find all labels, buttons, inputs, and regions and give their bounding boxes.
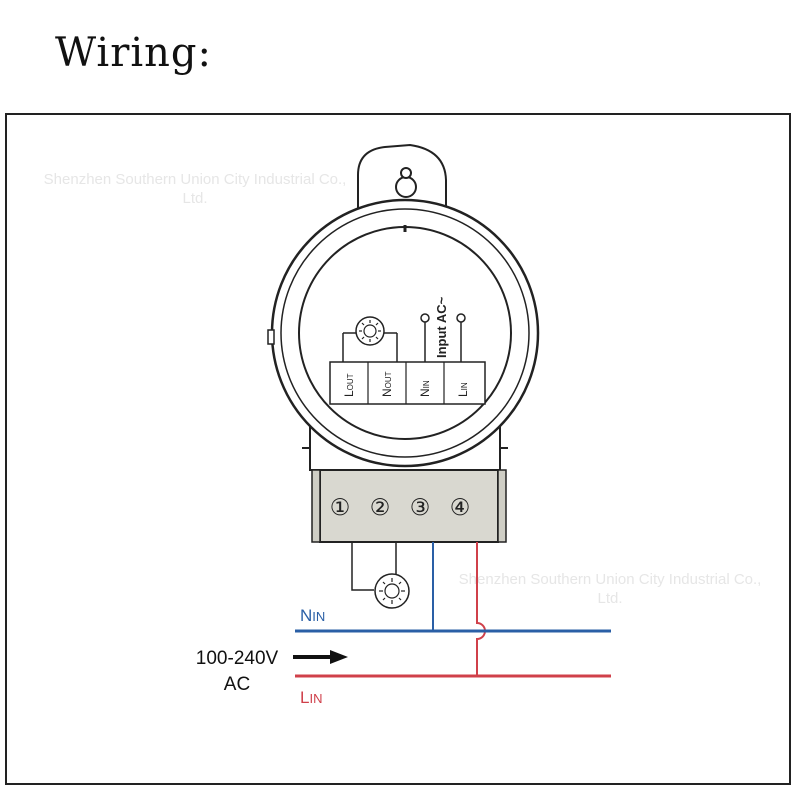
supply-type-label: AC bbox=[224, 674, 250, 695]
terminal-label-nin: NIN bbox=[418, 380, 432, 397]
diagram-frame bbox=[5, 113, 791, 785]
watermark-bottom-right: Shenzhen Southern Union City Industrial … bbox=[458, 571, 762, 607]
side-notch bbox=[267, 329, 275, 345]
terminal-number-2: ② bbox=[370, 495, 391, 521]
terminal-label-nout: NOUT bbox=[380, 371, 394, 397]
input-pin-l bbox=[456, 313, 466, 362]
supply-voltage-label: 100-240V bbox=[196, 648, 279, 669]
neutral-line-label: NIN bbox=[300, 606, 325, 625]
device-body-ring bbox=[280, 208, 530, 458]
load-wiring bbox=[351, 542, 397, 591]
terminal-label-lin: LIN bbox=[456, 382, 470, 397]
live-line-label: LIN bbox=[300, 688, 322, 707]
terminal-label-box bbox=[329, 361, 486, 405]
terminal-number-4: ④ bbox=[450, 495, 471, 521]
hanging-hole-icon bbox=[395, 167, 417, 198]
device-lamp-icon bbox=[342, 316, 398, 362]
page-title: Wiring: bbox=[55, 30, 212, 76]
device-face bbox=[298, 226, 512, 440]
input-pin-n bbox=[420, 313, 430, 362]
terminal-label-lout: LOUT bbox=[342, 373, 356, 397]
live-feed-wire bbox=[476, 542, 486, 676]
terminal-number-1: ① bbox=[330, 495, 351, 521]
arrow-right-icon bbox=[293, 650, 348, 664]
input-ac-label: Input AC~ bbox=[434, 296, 449, 358]
watermark-top-left: Shenzhen Southern Union City Industrial … bbox=[43, 171, 347, 207]
lamp-icon bbox=[374, 573, 410, 609]
terminal-number-3: ③ bbox=[410, 495, 431, 521]
